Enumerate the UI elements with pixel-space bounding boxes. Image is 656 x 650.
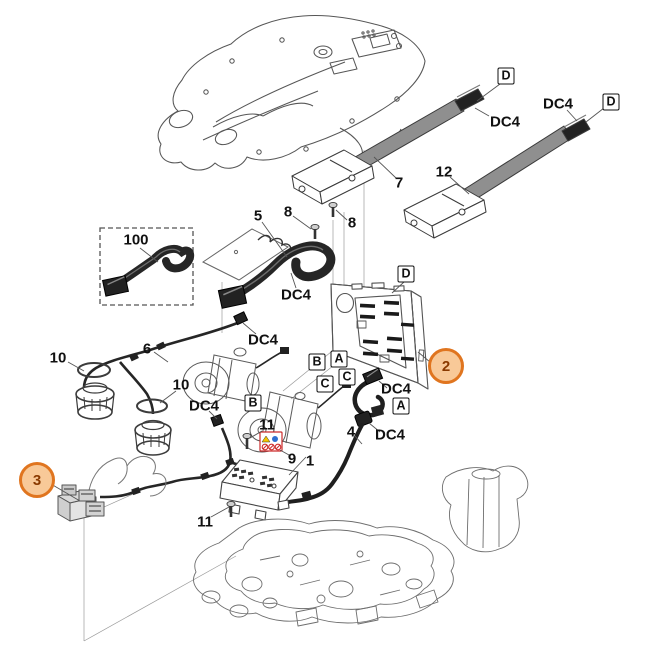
warning-triangle-icon	[261, 435, 271, 443]
harness-plug-dc4-top	[233, 311, 249, 326]
connector-label-dc4-ribbon7: DC4	[489, 113, 521, 131]
pcb-panel-2	[330, 282, 429, 390]
connector-label-dc4-pod: DC4	[188, 397, 220, 415]
part-label-6: 6	[142, 340, 152, 358]
part-label-12: 12	[435, 163, 453, 181]
part-label-10-left: 10	[49, 349, 67, 367]
slot-label-a-cable4: A	[392, 397, 410, 415]
harness-plug-dc4-mid	[210, 413, 225, 428]
prohibition-icons	[261, 443, 282, 451]
ribbon-cable-7	[291, 84, 485, 205]
part-label-4: 4	[346, 423, 356, 441]
connector-label-dc4-harness6: DC4	[247, 331, 279, 349]
slot-label-b-pcb: B	[308, 353, 326, 371]
ribbon-cable-5	[217, 241, 336, 309]
spare-ribbon-100-box	[99, 227, 195, 306]
mandatory-icon	[272, 436, 278, 442]
part-label-1: 1	[305, 452, 315, 470]
display-plate-5	[202, 228, 289, 281]
warning-label-9	[259, 431, 283, 452]
screw-8a	[310, 223, 320, 239]
connector-label-dc4-ribbon12: DC4	[542, 95, 574, 113]
slot-label-d-pcb: D	[397, 265, 415, 283]
drive-motor-right	[237, 381, 351, 453]
chassis-bottom	[193, 518, 455, 627]
sensor-pod-front	[75, 362, 115, 420]
part-label-10-right: 10	[172, 376, 190, 394]
sensor-pod-rear	[134, 398, 172, 456]
callout-part-3[interactable]: 3	[19, 462, 55, 498]
connector-label-dc4-loop: DC4	[380, 380, 412, 398]
mower-top-cover	[157, 14, 426, 171]
wire-clip-5	[257, 234, 292, 252]
part-label-9: 9	[287, 450, 297, 468]
part-label-11-bottom: 11	[197, 513, 213, 531]
harness-clips	[129, 341, 235, 496]
ribbon-cable-12	[403, 114, 591, 239]
callout-part-2[interactable]: 2	[428, 348, 464, 384]
slot-label-d-ribbon12: D	[602, 93, 620, 111]
connector-label-dc4-cable5: DC4	[280, 286, 312, 304]
leader-lines	[50, 83, 605, 518]
jumper-cable-loop	[352, 367, 385, 418]
part-label-5: 5	[253, 207, 263, 225]
part-label-100: 100	[123, 231, 149, 249]
screw-8b	[328, 201, 338, 217]
part-label-11-top: 11	[259, 416, 275, 434]
drive-motor-left	[182, 347, 289, 405]
part-label-8-left: 8	[283, 203, 293, 221]
screw-11a	[242, 432, 252, 449]
slot-label-a-pcb: A	[330, 350, 348, 368]
chassis-side-duct	[441, 465, 529, 553]
power-cable-4	[280, 410, 373, 506]
part-label-8-right: 8	[347, 214, 357, 232]
screw-11b	[226, 500, 236, 517]
slot-label-c-pcb-right: C	[338, 368, 356, 386]
slot-label-c-pcb-left: C	[316, 375, 334, 393]
connector-label-dc4-cable4: DC4	[374, 426, 406, 444]
slot-label-d-ribbon7: D	[497, 67, 515, 85]
part-label-7: 7	[394, 174, 404, 192]
slot-label-b-motor: B	[244, 394, 262, 412]
connector-block-3	[57, 455, 167, 522]
